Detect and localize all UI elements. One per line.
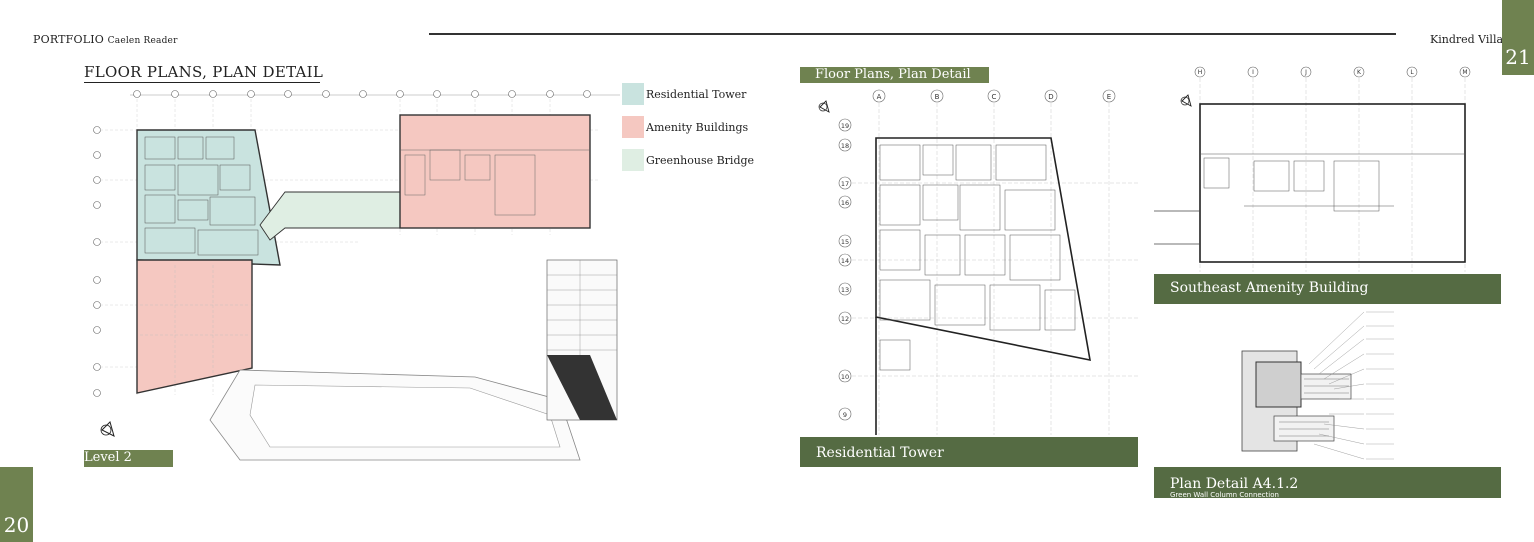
grid-col-label: D bbox=[1048, 93, 1053, 101]
residential-caption-bar: Residential Tower bbox=[800, 437, 1138, 467]
right-title: Floor Plans, Plan Detail bbox=[815, 67, 971, 82]
plan-detail-drawing bbox=[1241, 311, 1394, 460]
residential-caption: Residential Tower bbox=[816, 445, 944, 461]
grid-row-label: 14 bbox=[841, 257, 849, 265]
detail-subcaption: Green Wall Column Connection bbox=[1170, 491, 1279, 499]
amenity-caption-bar: Southeast Amenity Building bbox=[1154, 274, 1501, 304]
legend-swatch-greenhouse bbox=[622, 149, 644, 171]
legend-item-residential: Residential Tower bbox=[622, 83, 754, 105]
grid-col-label: L bbox=[1410, 69, 1414, 76]
legend-item-amenity: Amenity Buildings bbox=[622, 116, 754, 138]
grid-row-label: 9 bbox=[843, 411, 847, 419]
right-title-bar: Floor Plans, Plan Detail bbox=[800, 67, 989, 83]
header-divider bbox=[429, 33, 1396, 35]
grid-col-label: E bbox=[1107, 93, 1111, 101]
grid-col-label: C bbox=[992, 93, 997, 101]
legend-item-greenhouse: Greenhouse Bridge bbox=[622, 149, 754, 171]
grid-row-label: 17 bbox=[841, 180, 849, 188]
grid-col-label: A bbox=[877, 93, 882, 101]
legend-swatch-amenity bbox=[622, 116, 644, 138]
portfolio-label: PORTFOLIO bbox=[33, 33, 104, 46]
title-underline bbox=[84, 82, 320, 83]
north-arrow-icon bbox=[100, 421, 115, 437]
page-number-left: 20 bbox=[3, 513, 30, 537]
grid-row-label: 10 bbox=[841, 373, 849, 381]
legend-label: Amenity Buildings bbox=[646, 120, 749, 134]
page-number-right-box: 21 bbox=[1502, 0, 1534, 75]
grid-row-label: 18 bbox=[841, 142, 849, 150]
grid-row-label: 13 bbox=[841, 286, 849, 294]
portfolio-header: PORTFOLIO Caelen Reader bbox=[33, 33, 178, 46]
author-name: Caelen Reader bbox=[107, 36, 178, 46]
grid-col-label: B bbox=[935, 93, 940, 101]
legend-swatch-residential bbox=[622, 83, 644, 105]
southeast-amenity-plan: H I J K L M bbox=[1154, 66, 1471, 272]
legend-label: Greenhouse Bridge bbox=[646, 153, 755, 167]
north-arrow-icon bbox=[818, 100, 830, 113]
grid-col-label: I bbox=[1252, 69, 1254, 76]
grid-row-label: 16 bbox=[841, 199, 849, 207]
page-number-right: 21 bbox=[1505, 45, 1531, 69]
project-name: Kindred Village bbox=[1430, 33, 1517, 46]
grid-col-label: K bbox=[1357, 69, 1362, 76]
level-label: Level 2 bbox=[84, 450, 173, 467]
grid-col-label: M bbox=[1462, 69, 1467, 76]
residential-tower-plan: A B C D E 19 18 17 16 15 14 13 12 10 9 bbox=[818, 89, 1138, 435]
detail-caption-bar: Plan Detail A4.1.2 Green Wall Column Con… bbox=[1154, 467, 1501, 499]
level-label-text: Level 2 bbox=[84, 450, 132, 465]
grid-row-label: 15 bbox=[841, 238, 849, 246]
grid-col-label: J bbox=[1304, 69, 1307, 76]
grid-col-label: H bbox=[1198, 69, 1203, 76]
page-number-left-box: 20 bbox=[0, 467, 33, 542]
level-2-floor-plan bbox=[93, 90, 620, 461]
page-title: FLOOR PLANS, PLAN DETAIL bbox=[84, 63, 324, 81]
amenity-caption: Southeast Amenity Building bbox=[1170, 280, 1369, 296]
detail-caption: Plan Detail A4.1.2 bbox=[1170, 476, 1299, 492]
legend: Residential Tower Amenity Buildings Gree… bbox=[622, 83, 754, 171]
north-arrow-icon bbox=[1180, 94, 1192, 107]
legend-label: Residential Tower bbox=[646, 87, 747, 101]
grid-row-label: 12 bbox=[841, 315, 849, 323]
grid-row-label: 19 bbox=[841, 122, 849, 130]
